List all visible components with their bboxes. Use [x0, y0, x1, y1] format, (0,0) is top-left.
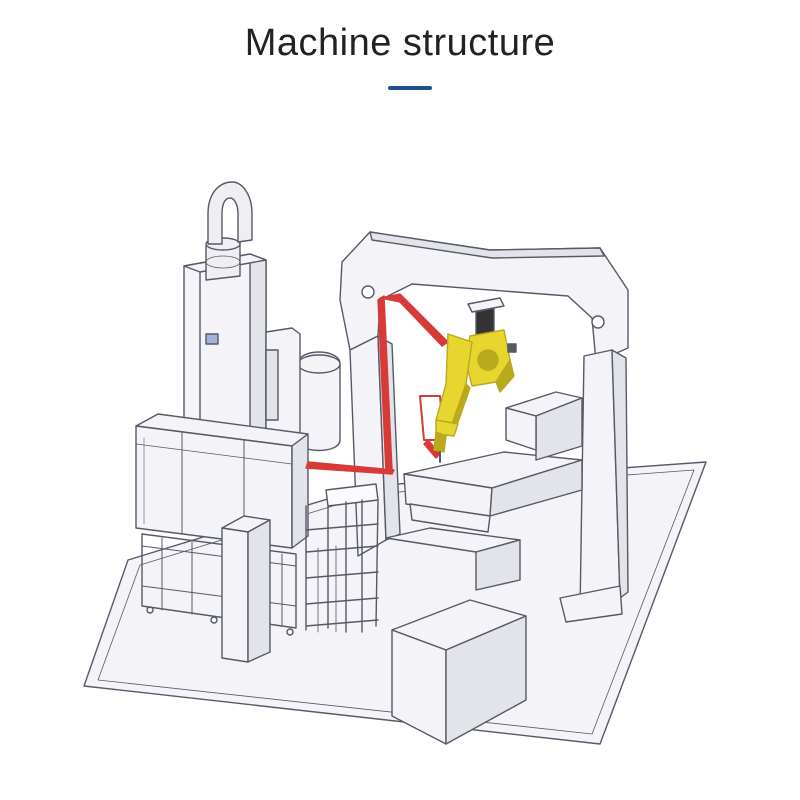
front-base-block: [391, 599, 527, 745]
page-title: Machine structure: [244, 22, 556, 64]
industrial-robot: [433, 297, 517, 463]
tank-cylinder: [297, 351, 341, 452]
rail-beam: [385, 527, 521, 591]
cable-support-arm: [305, 293, 449, 475]
auxiliary-cabinet: [265, 327, 301, 441]
material-rack: [305, 483, 379, 633]
filter-tower: [183, 181, 267, 453]
title-underline: [388, 86, 432, 90]
operator-console: [221, 515, 271, 663]
gantry-frame: [339, 231, 629, 623]
work-table: [403, 391, 583, 533]
